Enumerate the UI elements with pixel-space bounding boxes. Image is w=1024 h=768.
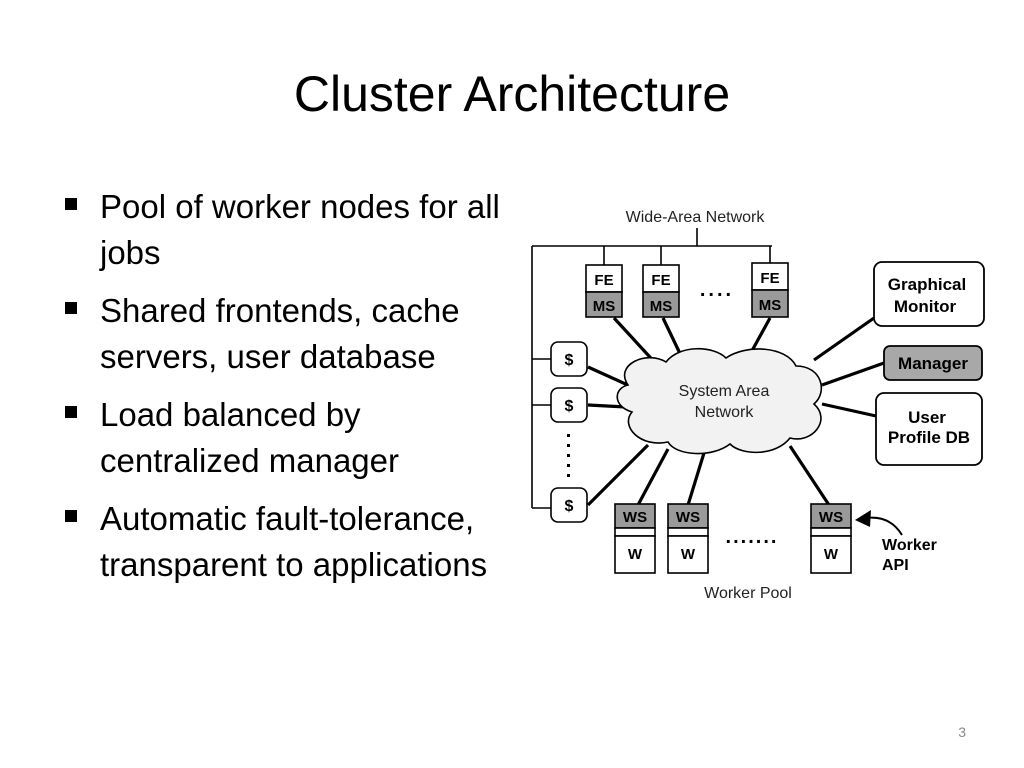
bullet-item: Automatic fault-tolerance, transparent t… <box>62 496 502 588</box>
page-number: 3 <box>958 724 966 740</box>
bullet-text: Automatic fault-tolerance, transparent t… <box>100 500 488 583</box>
ms-label: MS <box>593 298 616 315</box>
bullet-item: Pool of worker nodes for all jobs <box>62 184 502 276</box>
bullet-square-icon <box>65 198 77 210</box>
fe-label: FE <box>760 270 779 287</box>
graphical-monitor-box: Graphical Monitor <box>873 261 985 327</box>
cache-server: $ <box>550 387 588 423</box>
cache-label: $ <box>565 498 574 515</box>
bullet-text: Shared frontends, cache servers, user da… <box>100 292 460 375</box>
ws-label: WS <box>623 509 647 526</box>
worker-node: WS W <box>614 503 656 574</box>
cache-vertical-ellipsis <box>567 434 570 477</box>
bullet-item: Shared frontends, cache servers, user da… <box>62 288 502 380</box>
w-label: W <box>824 546 839 563</box>
frontend-node: FE MS <box>751 262 789 318</box>
wan-label: Wide-Area Network <box>626 209 766 226</box>
worker-api-arrow <box>855 510 903 536</box>
slide-title: Cluster Architecture <box>293 66 731 122</box>
frontend-node: FE MS <box>585 264 623 318</box>
manager-box: Manager <box>883 345 983 381</box>
cache-label: $ <box>565 352 574 369</box>
system-area-network-cloud <box>616 348 823 455</box>
fe-label: FE <box>594 272 613 289</box>
cache-label: $ <box>565 398 574 415</box>
cluster-architecture-diagram: Wide-Area Network System Area Network FE… <box>531 209 985 602</box>
bullet-item: Load balanced by centralized manager <box>62 392 502 484</box>
cache-server: $ <box>550 487 588 523</box>
san-label-line1: System Area <box>679 383 770 400</box>
manager-label: Manager <box>898 354 968 373</box>
w-label: W <box>681 546 696 563</box>
worker-pool-label: Worker Pool <box>704 585 792 602</box>
user-profile-line1: User <box>908 408 946 427</box>
bullet-square-icon <box>65 510 77 522</box>
ms-label: MS <box>759 297 782 314</box>
ws-label: WS <box>676 509 700 526</box>
graphical-monitor-line2: Monitor <box>894 297 957 316</box>
wan-bus <box>531 228 772 509</box>
frontend-node: FE MS <box>642 264 680 318</box>
worker-api-line1: Worker <box>882 537 937 554</box>
bullet-square-icon <box>65 302 77 314</box>
graphical-monitor-line1: Graphical <box>888 275 966 294</box>
frontend-ellipsis: .... <box>700 279 734 301</box>
san-label-line2: Network <box>695 404 755 421</box>
bullet-text: Load balanced by centralized manager <box>100 396 399 479</box>
ws-label: WS <box>819 509 843 526</box>
worker-api-line2: API <box>882 557 909 574</box>
user-profile-line2: Profile DB <box>888 428 970 447</box>
worker-ellipsis: ....... <box>726 526 779 548</box>
w-label: W <box>628 546 643 563</box>
bullet-list: Pool of worker nodes for all jobs Shared… <box>62 184 502 600</box>
user-profile-db-box: User Profile DB <box>875 392 983 466</box>
san-links <box>586 316 885 507</box>
worker-node: WS W <box>810 503 852 574</box>
ms-label: MS <box>650 298 673 315</box>
cache-server: $ <box>550 341 588 377</box>
bullet-text: Pool of worker nodes for all jobs <box>100 188 500 271</box>
worker-node: WS W <box>667 503 709 574</box>
bullet-square-icon <box>65 406 77 418</box>
fe-label: FE <box>651 272 670 289</box>
